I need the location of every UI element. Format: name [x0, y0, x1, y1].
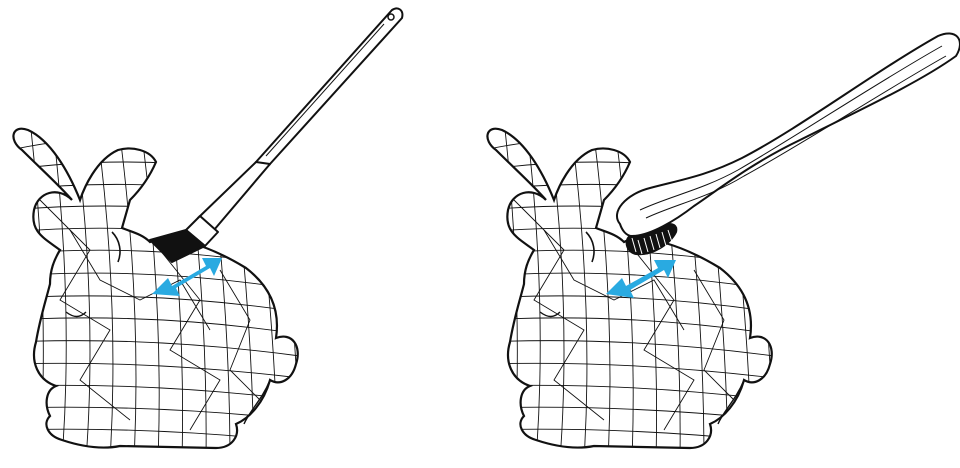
panel-toothbrush	[480, 0, 960, 468]
bunny-toothbrush-illustration	[480, 0, 960, 468]
toothbrush-icon	[617, 33, 960, 254]
paint-brush-icon	[150, 8, 402, 262]
bunny-brush-illustration	[0, 0, 480, 468]
panel-paint-brush	[0, 0, 480, 468]
